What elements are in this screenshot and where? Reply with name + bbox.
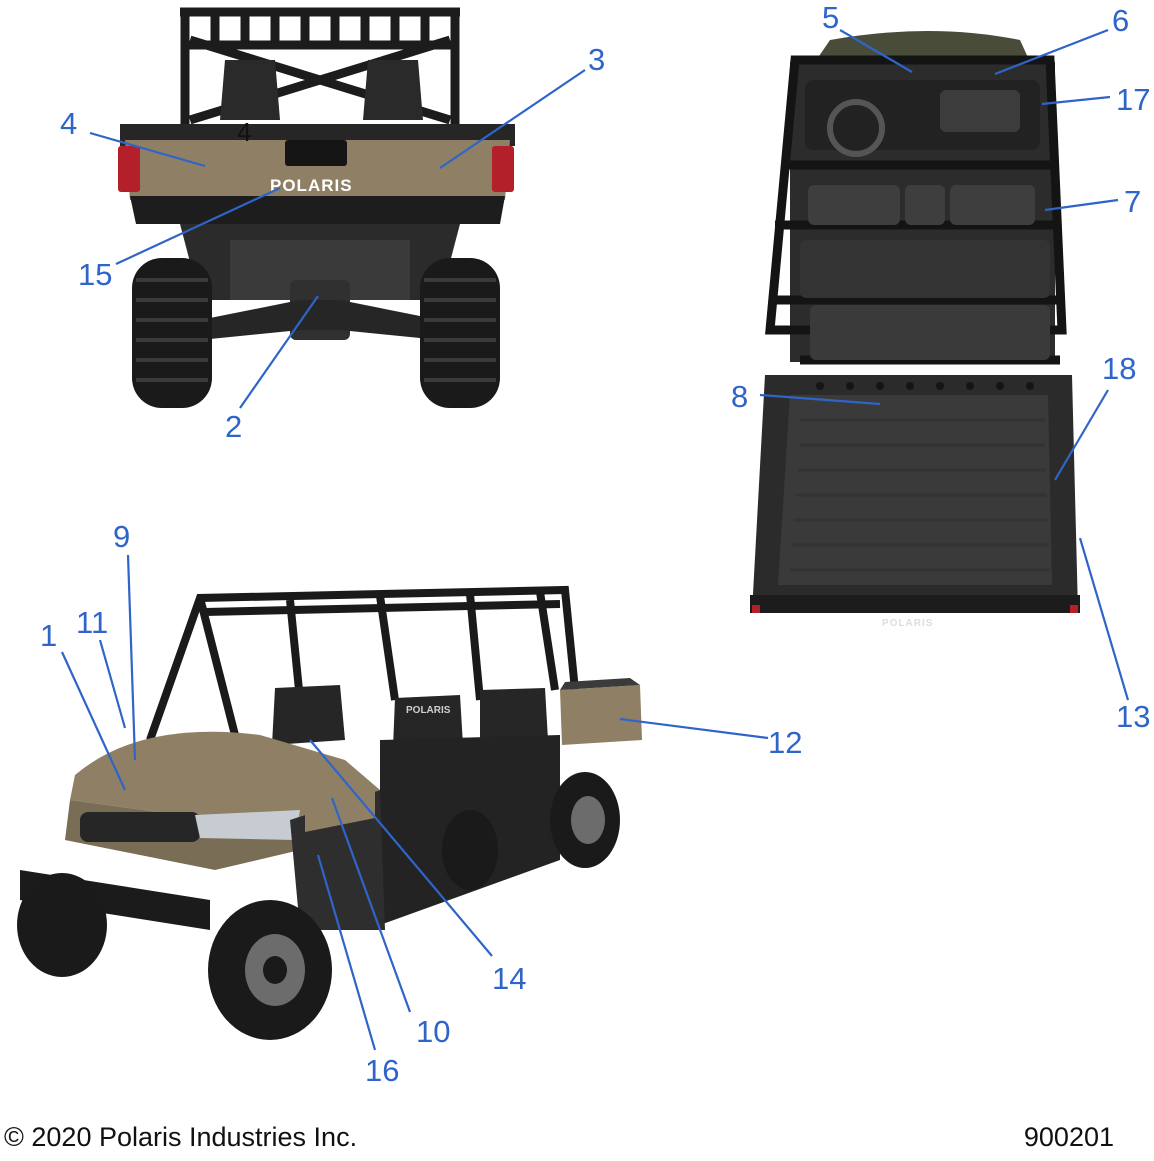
callout-numbers: 1 2 3 4 5 6 7 8 9 10 11 12 13 14 15 16 1…: [40, 0, 1150, 1088]
callout-4: 4: [60, 106, 77, 141]
callout-2: 2: [225, 409, 242, 444]
leader-6: [994, 28, 1109, 76]
leader-14: [309, 739, 493, 957]
callout-12: 12: [768, 725, 802, 760]
leader-4: [89, 131, 206, 168]
callout-18: 18: [1102, 351, 1136, 386]
callout-8: 8: [731, 379, 748, 414]
figure-id: 900201: [1023, 1122, 1114, 1152]
callout-17: 17: [1116, 82, 1150, 117]
callout-13: 13: [1116, 699, 1150, 734]
copyright-text: © 2020 Polaris Industries Inc.: [4, 1122, 358, 1152]
leader-7: [1044, 198, 1119, 212]
leader-12: [619, 717, 769, 740]
leader-5: [839, 29, 913, 73]
callout-10: 10: [416, 1014, 450, 1049]
leader-1: [60, 651, 127, 791]
leader-18: [1054, 389, 1109, 481]
callout-16: 16: [365, 1053, 399, 1088]
leader-10: [330, 797, 412, 1013]
callout-9: 9: [113, 519, 130, 554]
callout-7: 7: [1124, 184, 1141, 219]
callout-6: 6: [1112, 3, 1129, 38]
callout-5: 5: [822, 0, 839, 35]
bed-brand-decal: POLARIS: [882, 618, 933, 629]
callout-4-on-tailgate: 4: [237, 117, 251, 147]
callout-14: 14: [492, 961, 526, 996]
leader-3: [439, 69, 586, 169]
leader-16: [316, 854, 377, 1051]
leader-13: [1078, 537, 1130, 701]
leader-15: [115, 187, 281, 265]
leader-17: [1041, 95, 1111, 106]
leader-11: [98, 639, 127, 729]
top-view-vehicle: [750, 31, 1080, 613]
leader-9: [126, 554, 137, 761]
callout-15: 15: [78, 257, 112, 292]
callout-3: 3: [588, 42, 605, 77]
front-quarter-view-vehicle: [17, 585, 642, 1040]
leader-lines: [60, 28, 1130, 1051]
seat-brand-decal: POLARIS: [406, 705, 451, 716]
callout-1: 1: [40, 618, 57, 653]
callout-11: 11: [76, 605, 108, 640]
leader-8: [759, 393, 881, 406]
rear-brand-decal: POLARIS: [270, 176, 353, 195]
leader-2: [239, 295, 319, 409]
rear-view-vehicle: [118, 7, 515, 408]
